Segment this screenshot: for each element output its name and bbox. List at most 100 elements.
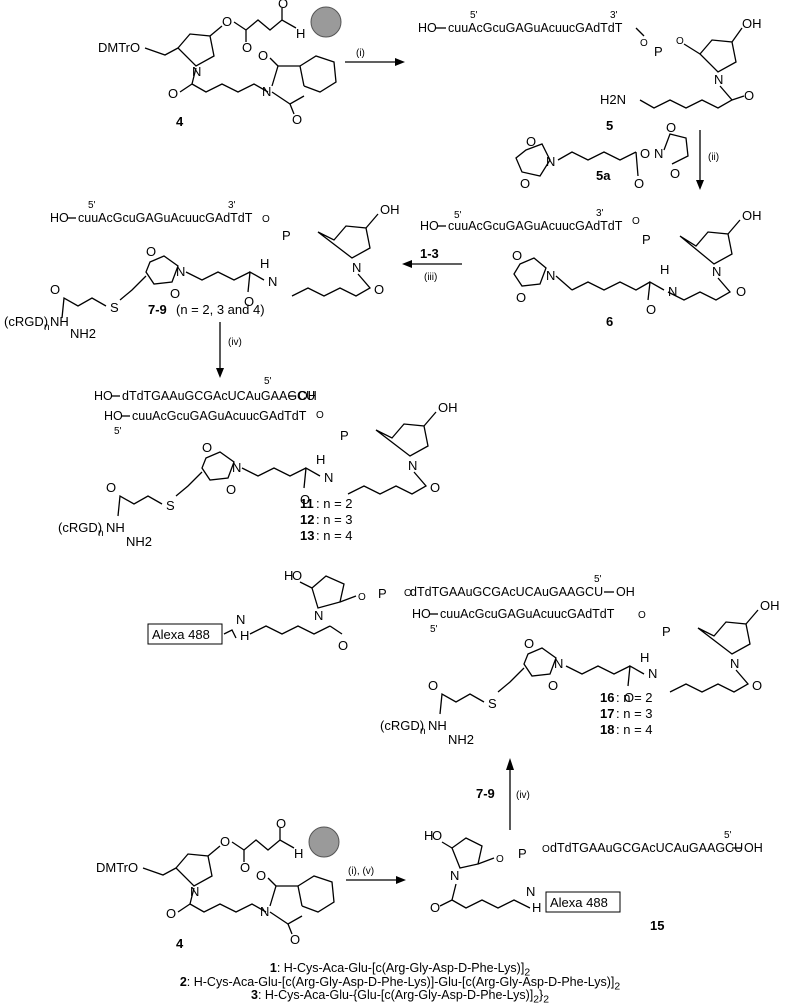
- n-atom: N: [236, 612, 245, 627]
- reaction-arrow-i-v: (i), (v): [346, 866, 406, 884]
- p-atom: P: [378, 586, 387, 601]
- p-atom: P: [654, 44, 663, 59]
- n-atom: N: [546, 268, 555, 283]
- resin-bead: [310, 6, 342, 38]
- reagent-label: (i), (v): [348, 866, 374, 877]
- footer-text: }: [539, 988, 544, 1002]
- reagent-label: (iii): [424, 272, 437, 283]
- o-atom: O: [640, 38, 648, 49]
- footer-compound-number: 3: [251, 988, 258, 1002]
- n-value: : n = 3: [316, 512, 353, 527]
- sense-sequence: cuuAcGcuGAGuAcuucGAdTdT: [448, 21, 623, 35]
- compound-number: 18: [600, 722, 614, 737]
- compound-number: 5a: [596, 168, 611, 183]
- nh-label: NH: [50, 314, 69, 329]
- five-prime-label: 5': [470, 10, 478, 21]
- o-atom: O: [516, 290, 526, 305]
- oh-label: OH: [438, 400, 458, 415]
- o-atom: O: [666, 120, 676, 135]
- five-prime-label: 5': [114, 426, 122, 437]
- compound-number: 12: [300, 512, 314, 527]
- o-atom: O: [300, 492, 310, 507]
- n-value: : n = 2: [616, 690, 653, 705]
- o-atom: O: [292, 568, 302, 583]
- compound-number: 15: [650, 918, 664, 933]
- footer-subscript: 2: [533, 994, 540, 1006]
- dmtro-label: DMTrO: [96, 860, 138, 875]
- o-atom: O: [676, 36, 684, 47]
- compound-number: 13: [300, 528, 314, 543]
- o-atom: O: [170, 286, 180, 301]
- h-atom: H: [294, 846, 303, 861]
- alexa-box: [545, 891, 621, 913]
- oh-label: OH: [742, 208, 762, 223]
- o-atom: O: [374, 282, 384, 297]
- ho-label: HO: [104, 409, 123, 423]
- ho-label: HO: [420, 219, 439, 233]
- crgd-label: (cRGD): [58, 520, 102, 535]
- o-atom: O: [432, 828, 442, 843]
- o-atom: O: [640, 146, 650, 161]
- footer-line-1: 1: H-Cys-Aca-Glu-[c(Arg-Gly-Asp-D-Phe-Ly…: [0, 961, 800, 979]
- n-atom: N: [232, 460, 241, 475]
- oh-label: OH: [616, 585, 635, 599]
- footer-line-3: 3: H-Cys-Aca-Glu-{Glu-[c(Arg-Gly-Asp-D-P…: [0, 988, 800, 1006]
- o-atom: O: [256, 868, 266, 883]
- footer-text: : H-Cys-Aca-Glu-[c(Arg-Gly-Asp-D-Phe-Lys…: [186, 975, 615, 989]
- nh2-label: NH2: [70, 326, 96, 341]
- o-atom: O: [638, 610, 646, 621]
- compound-number: 6: [606, 314, 613, 329]
- o-atom: O: [526, 134, 536, 149]
- n-atom: N: [190, 884, 199, 899]
- n-atom: N: [648, 666, 657, 681]
- alexa-label: Alexa 488: [550, 895, 608, 910]
- footer-subscript: 2: [543, 994, 549, 1006]
- reagent-label: (iv): [516, 790, 530, 801]
- o-atom: O: [220, 834, 230, 849]
- compound-16-18: Alexa 488 H N O N H O O P O dTdTGAAuGCGA…: [147, 568, 780, 747]
- p-atom: P: [662, 624, 671, 639]
- resin-bead: [308, 826, 340, 858]
- h-atom: H: [424, 828, 433, 843]
- o-atom: O: [404, 588, 412, 599]
- reaction-arrow-ii: (ii): [696, 130, 719, 190]
- five-prime-label: 5': [454, 210, 462, 221]
- o-atom: O: [222, 14, 232, 29]
- compound-number: 4: [176, 936, 184, 951]
- compound-number: 11: [300, 496, 314, 511]
- h-atom: H: [660, 262, 669, 277]
- reaction-arrow-i: (i): [345, 48, 405, 66]
- o-atom: O: [428, 678, 438, 693]
- nh-label: NH: [106, 520, 125, 535]
- oh-label: OH: [744, 841, 763, 855]
- ho-label: HO: [418, 21, 437, 35]
- crgd-label: (cRGD): [380, 718, 424, 733]
- n-atom: N: [260, 904, 269, 919]
- n-atom: N: [176, 264, 185, 279]
- o-atom: O: [168, 86, 178, 101]
- o-atom: O: [752, 678, 762, 693]
- footer-text: : H-Cys-Aca-Glu-{Glu-[c(Arg-Gly-Asp-D-Ph…: [257, 988, 534, 1002]
- five-prime-label: 5': [264, 376, 272, 387]
- s-atom: S: [110, 300, 119, 315]
- footer-compound-number: 1: [269, 961, 277, 975]
- n-subscript: n: [98, 528, 104, 539]
- h-atom: H: [640, 650, 649, 665]
- o-atom: O: [242, 40, 252, 55]
- antisense-sequence: dTdTGAAuGCGAcUCAuGAAGCU: [410, 585, 603, 599]
- o-atom: O: [276, 816, 286, 831]
- alexa-label: Alexa 488: [152, 627, 210, 642]
- o-atom: O: [646, 302, 656, 317]
- o-atom: O: [166, 906, 176, 921]
- n-atom: N: [324, 470, 333, 485]
- o-atom: O: [146, 244, 156, 259]
- o-atom: O: [358, 592, 366, 603]
- dmtro-label: DMTrO: [98, 40, 140, 55]
- three-prime-label: 3': [610, 10, 618, 21]
- n-atom: N: [654, 146, 663, 161]
- footer-text: : H-Cys-Aca-Glu-[c(Arg-Gly-Asp-D-Phe-Lys…: [276, 961, 525, 975]
- compound-number: 16: [600, 690, 614, 705]
- footer-line-2: 2: H-Cys-Aca-Glu-[c(Arg-Gly-Asp-D-Phe-Ly…: [0, 975, 800, 993]
- n-value: : n = 4: [316, 528, 353, 543]
- n-atom: N: [714, 72, 723, 87]
